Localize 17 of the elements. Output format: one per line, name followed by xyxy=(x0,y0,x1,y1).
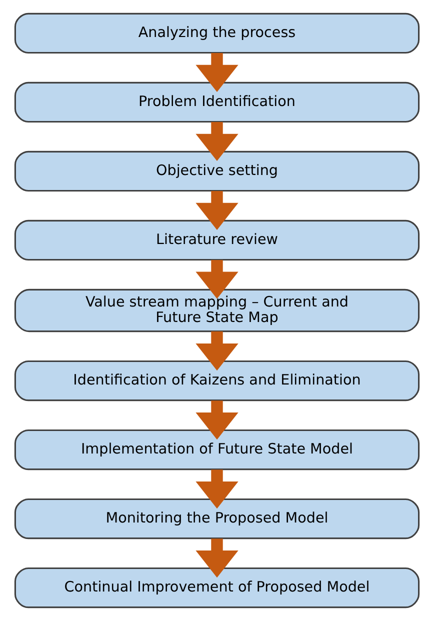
node-box: Identification of Kaizens and Elimination xyxy=(14,360,420,402)
arrow xyxy=(195,331,238,371)
arrow xyxy=(195,400,238,440)
arrow xyxy=(195,538,238,578)
arrow xyxy=(195,191,238,230)
node-box: Analyzing the process xyxy=(14,12,420,54)
node-box: Problem Identification xyxy=(14,82,420,122)
node-box: Literature review xyxy=(14,220,420,260)
node-box: Continual Improvement of Proposed Model xyxy=(14,568,420,608)
node-box: Value stream mapping – Current and Future State Map xyxy=(14,288,420,332)
arrow xyxy=(195,470,238,509)
arrow xyxy=(195,53,238,92)
node-box: Monitoring the Proposed Model xyxy=(14,498,420,540)
node-box: Implementation of Future State Model xyxy=(14,430,420,470)
arrow xyxy=(195,122,238,161)
arrow xyxy=(195,260,238,299)
node-box: Objective setting xyxy=(14,150,420,192)
